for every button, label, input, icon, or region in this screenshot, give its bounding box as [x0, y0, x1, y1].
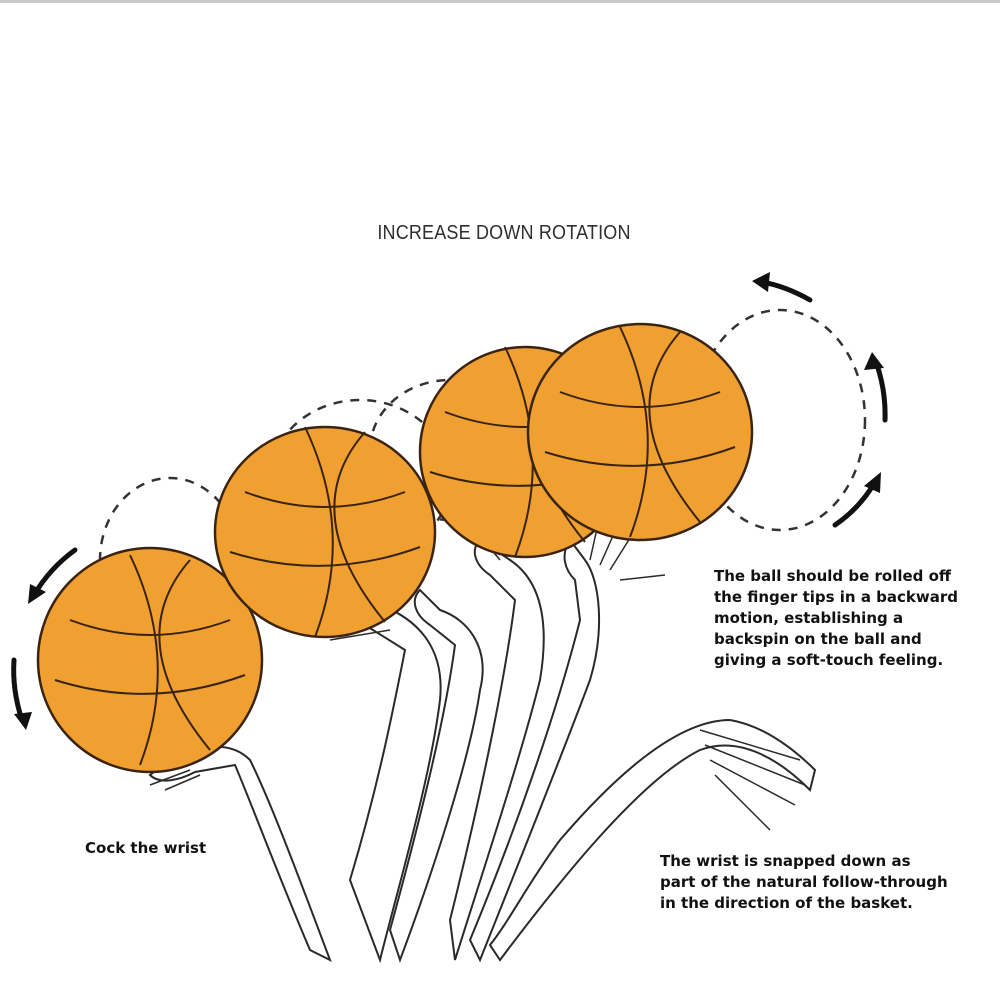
- wrist-snap-caption-line: The wrist is snapped down as: [660, 851, 948, 872]
- wrist-snap-caption: The wrist is snapped down as part of the…: [660, 851, 948, 914]
- cock-wrist-caption: Cock the wrist: [85, 838, 206, 859]
- backspin-caption-line: backspin on the ball and: [714, 629, 958, 650]
- backspin-caption-line: giving a soft-touch feeling.: [714, 650, 958, 671]
- basketball-2: [215, 427, 435, 637]
- backspin-caption: The ball should be rolled off the finger…: [714, 566, 958, 671]
- rotation-arrow-right-lower-icon: [835, 482, 875, 525]
- rotation-arrow-top-icon: [762, 282, 810, 300]
- diagram-title: INCREASE DOWN ROTATION: [50, 222, 957, 245]
- backspin-caption-line: The ball should be rolled off: [714, 566, 958, 587]
- basketball-4: [528, 324, 752, 540]
- rotation-arrow-left-lower-icon: [14, 660, 22, 720]
- wrist-snap-caption-line: in the direction of the basket.: [660, 893, 948, 914]
- backspin-caption-line: motion, establishing a: [714, 608, 958, 629]
- backspin-caption-line: the finger tips in a backward: [714, 587, 958, 608]
- wrist-snap-caption-line: part of the natural follow-through: [660, 872, 948, 893]
- rotation-arrow-right-upper-icon: [876, 362, 885, 420]
